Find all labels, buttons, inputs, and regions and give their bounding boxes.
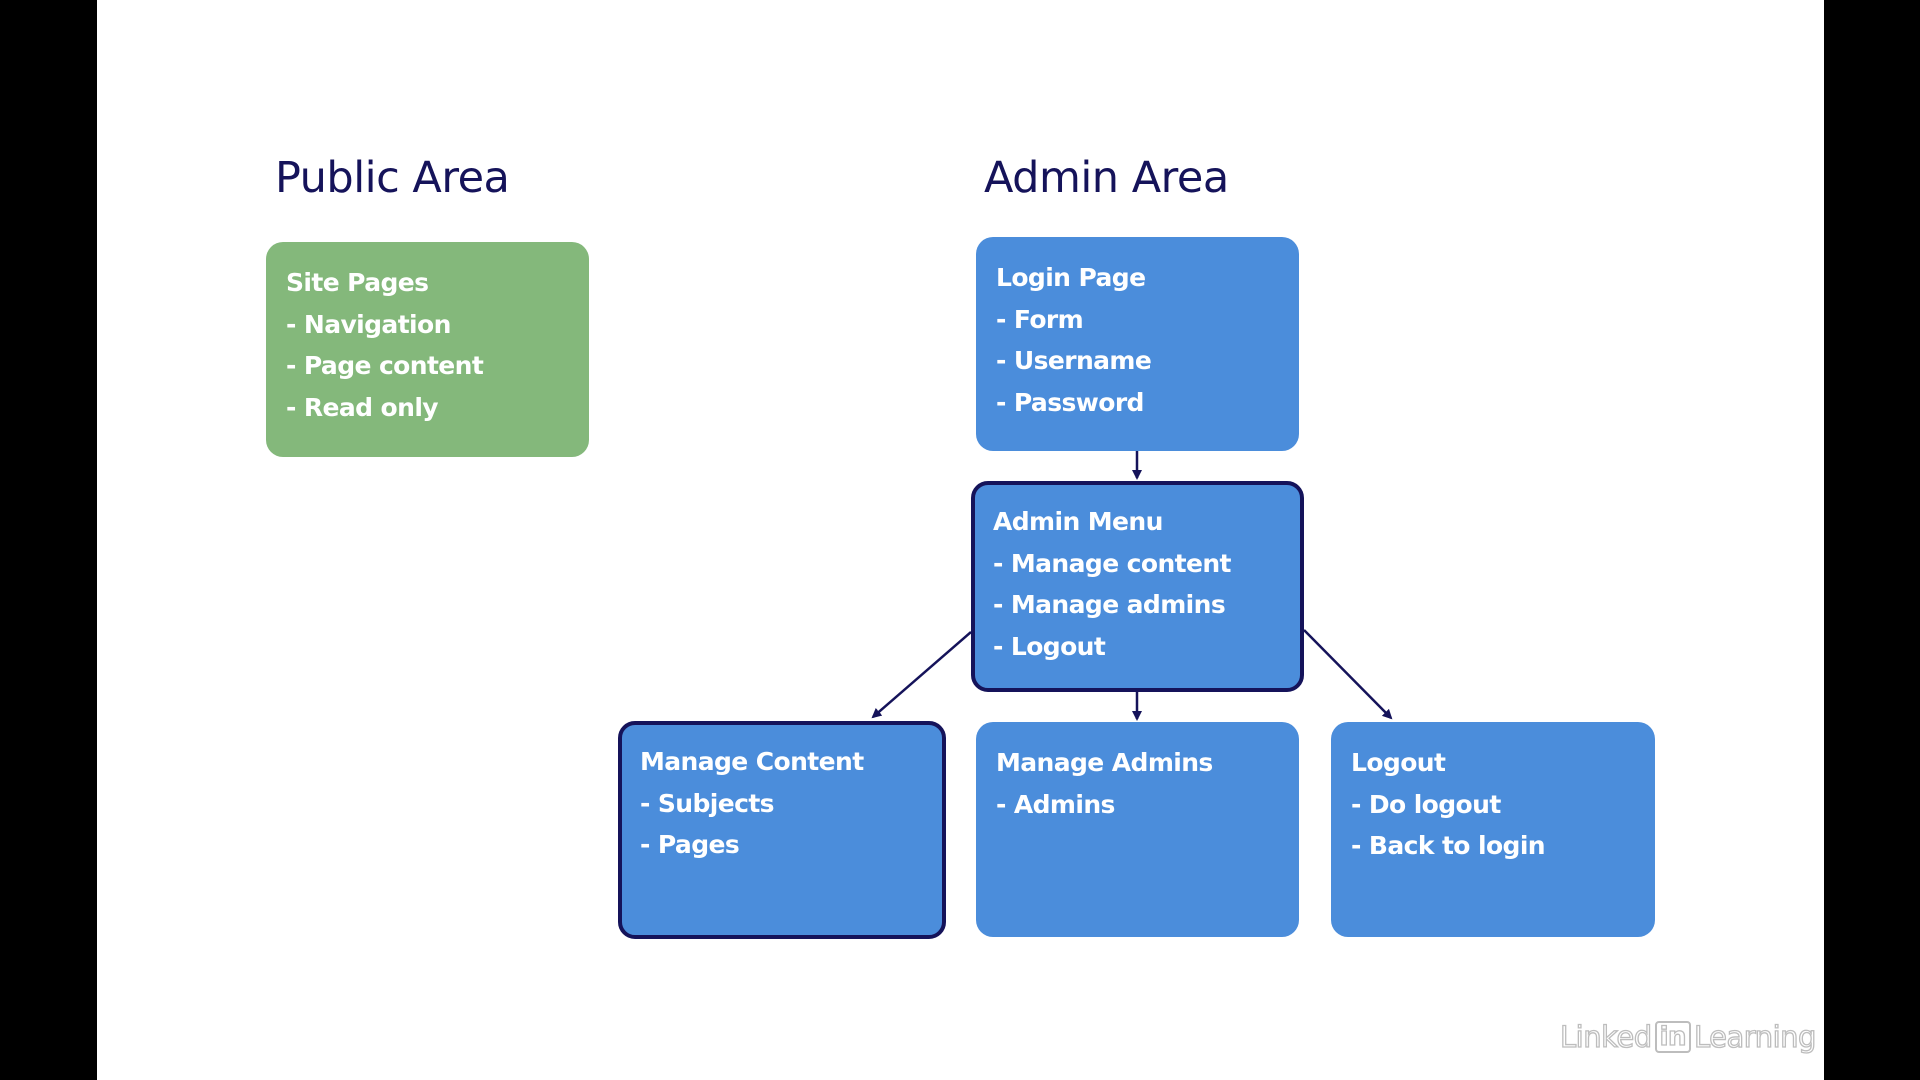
logout-item: - Back to login (1351, 831, 1546, 860)
manage-content-box: Manage Content - Subjects - Pages (618, 721, 946, 939)
logo-suffix: Learning (1693, 1019, 1817, 1054)
logout-box: Logout - Do logout - Back to login (1331, 722, 1655, 937)
site-pages-item: - Navigation (286, 309, 451, 339)
login-page-item: - Username (996, 346, 1152, 375)
slide: Public Area Admin Area Site Pages - Navi… (97, 0, 1824, 1080)
logout-item: - Do logout (1351, 789, 1501, 819)
login-page-title: Login Page (996, 263, 1146, 292)
admin-menu-item: - Manage content (993, 548, 1232, 578)
site-pages-title: Site Pages (286, 268, 429, 297)
logout-title: Logout (1351, 748, 1446, 777)
login-page-item: - Form (996, 304, 1084, 334)
manage-content-title: Manage Content (640, 747, 864, 776)
manage-admins-box: Manage Admins - Admins (976, 722, 1299, 937)
manage-admins-item: - Admins (996, 789, 1115, 819)
admin-menu-title: Admin Menu (993, 507, 1163, 536)
public-area-heading: Public Area (275, 153, 510, 203)
manage-content-item: - Subjects (640, 788, 775, 818)
login-page-box: Login Page - Form - Username - Password (976, 237, 1299, 451)
login-page-item: - Password (996, 387, 1144, 417)
admin-menu-box: Admin Menu - Manage content - Manage adm… (971, 481, 1304, 692)
site-pages-item: - Read only (286, 392, 439, 422)
site-pages-item: - Page content (286, 351, 484, 380)
manage-admins-title: Manage Admins (996, 748, 1213, 777)
site-pages-box: Site Pages - Navigation - Page content -… (266, 242, 589, 457)
arrow-menu-to-manage-content (871, 631, 972, 719)
admin-menu-item: - Manage admins (993, 590, 1226, 619)
logo-prefix: Linked (1559, 1019, 1652, 1054)
admin-area-heading: Admin Area (984, 153, 1229, 203)
arrow-menu-to-logout (1303, 629, 1393, 720)
logo-in-badge: in (1654, 1021, 1692, 1053)
manage-content-item: - Pages (640, 830, 740, 859)
admin-menu-item: - Logout (993, 631, 1106, 661)
